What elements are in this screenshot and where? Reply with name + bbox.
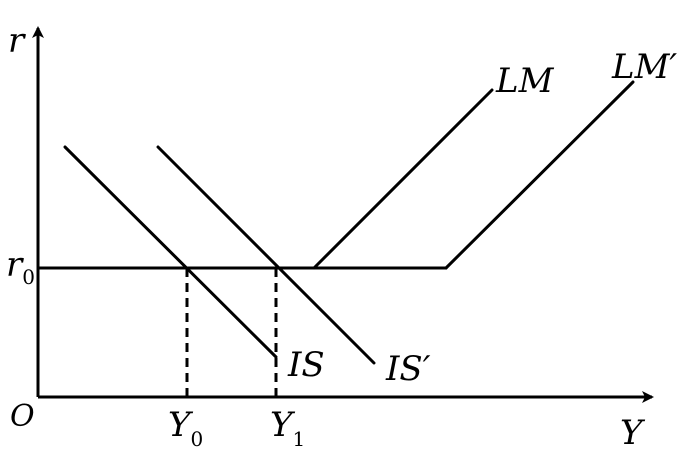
y1-main: Y <box>270 405 296 445</box>
is-shift-curve <box>156 145 376 365</box>
is-label: IS <box>287 345 325 385</box>
y0-label: Y0 <box>168 405 203 451</box>
r0-label: r0 <box>6 245 35 289</box>
origin-label: O <box>10 399 35 434</box>
y0-subscript: 0 <box>190 427 203 451</box>
lm-curve <box>312 88 494 270</box>
lm-label: LM <box>495 61 555 101</box>
r0-main: r <box>6 245 24 285</box>
is-curve <box>63 145 278 359</box>
x-axis-label: Y <box>620 413 646 453</box>
lm-shift-label: LM′ <box>611 47 677 87</box>
r0-subscript: 0 <box>22 265 35 289</box>
y1-label: Y1 <box>270 405 305 451</box>
lm-shift-curve <box>444 80 635 270</box>
y0-main: Y <box>168 405 194 445</box>
is-shift-label: IS′ <box>385 349 431 389</box>
y1-subscript: 1 <box>292 427 305 451</box>
y-axis-label: r <box>8 21 26 61</box>
